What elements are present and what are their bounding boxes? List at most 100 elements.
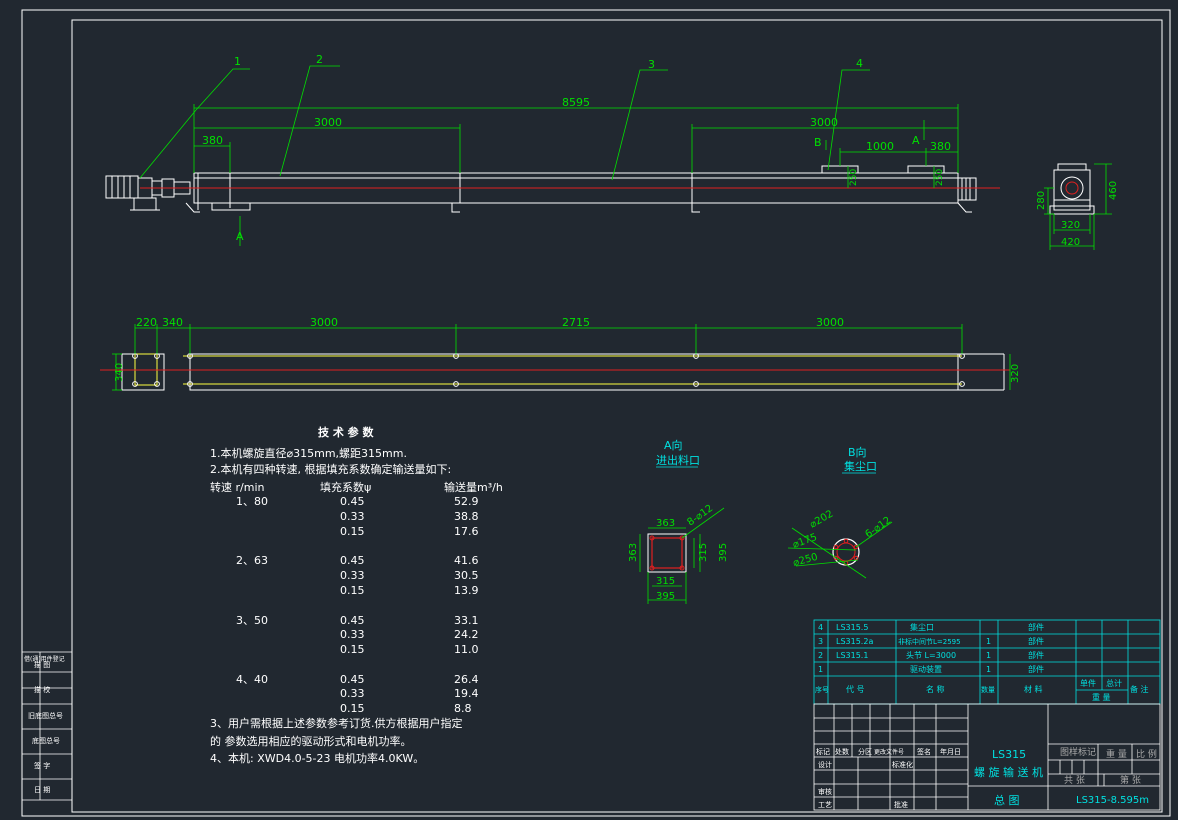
title-block: 标记 处数 分区 更改文件号 签名 年月日 设计 标准化 审核 工艺 批准 图样… (813, 703, 1161, 811)
tb-drawing-name: 总 图 (994, 793, 1020, 807)
outer-frame (21, 9, 1171, 817)
bom-name: 头节 L=3000 (906, 650, 956, 660)
tech-flow: 38.8 (454, 510, 479, 523)
tech-flow: 33.1 (454, 614, 479, 627)
bom-name: 集尘口 (910, 622, 934, 632)
dim-b-d2: ⌀175 (791, 532, 818, 551)
tech-flow: 17.6 (454, 525, 479, 538)
bom-table: 4 LS315.5 集尘口 部件 3 LS315.2a 非标中间节L=2595 … (813, 619, 1161, 705)
tech-title: 技 术 参 数 (318, 425, 374, 439)
section-b-label: B (814, 136, 822, 149)
change-col: 处数 (835, 747, 849, 756)
tb-weight: 重 量 (1106, 748, 1127, 760)
motor (105, 175, 191, 211)
balloon: 4 (856, 57, 863, 70)
tb-scale: 比 例 (1136, 748, 1157, 760)
bom-header: 备 注 (1130, 684, 1149, 694)
tech-flow: 13.9 (454, 584, 479, 597)
tech-fill: 0.33 (340, 687, 365, 700)
side-label: 借(通)用件登记 (24, 655, 65, 663)
tech-fill: 0.45 (340, 614, 365, 627)
tb-check: 审核 (818, 787, 832, 796)
tech-flow: 24.2 (454, 628, 479, 641)
bom-code: LS315.1 (836, 651, 868, 660)
bom-header: 名 称 (926, 684, 945, 694)
dim-side-outer: 420 (1061, 237, 1080, 248)
tech-flow: 8.8 (454, 702, 472, 715)
balloon: 3 (648, 58, 655, 71)
tb-model: LS315 (992, 748, 1026, 761)
dim-side-height: 460 (1108, 181, 1119, 200)
change-col: 标记 (816, 747, 830, 756)
section-b-view: B向 集尘口 ⌀202 ⌀175 ⌀250 6-⌀12 (787, 445, 893, 579)
dim-plan-d1: 220 (136, 316, 157, 329)
dim-right-section: 3000 (810, 116, 838, 129)
dim-a-right2: 395 (718, 543, 729, 562)
dim-b-holes: 6-⌀12 (863, 515, 893, 540)
tech-fill: 0.45 (340, 554, 365, 567)
section-a-label: A (236, 230, 244, 243)
tech-fill: 0.15 (340, 584, 365, 597)
dim-side-base: 280 (1036, 191, 1047, 210)
bom-no: 3 (818, 637, 823, 646)
side-label: 日 期 (34, 786, 50, 794)
tb-standard: 标准化 (892, 760, 913, 769)
side-label: 描 图 (34, 660, 50, 669)
side-label-strip (22, 651, 72, 801)
bom-header: 总计 (1106, 678, 1122, 688)
tb-drawing-no: LS315-8.595m (1076, 795, 1149, 806)
dim-a-right1: 315 (698, 543, 709, 562)
dim-right-spacing: 1000 (866, 140, 894, 153)
bom-material: 部件 (1028, 664, 1044, 674)
bom-header: 代 号 (846, 684, 865, 694)
bom-name: 非标中间节L=2595 (898, 637, 961, 646)
bom-header: 数量 (981, 685, 995, 694)
dim-right-outlet: 380 (930, 140, 951, 153)
section-a-view: A向 进出料口 363 363 315 395 315 (628, 438, 729, 604)
bom-header: 重 量 (1092, 692, 1111, 702)
tech-fill: 0.33 (340, 628, 365, 641)
plan-view: 220 340 3000 2715 3000 340 320 (100, 316, 1021, 391)
balloon: 2 (316, 53, 323, 66)
dim-b-d3: ⌀250 (792, 552, 819, 569)
side-label: 签 字 (34, 761, 50, 770)
dim-a-bottom2: 395 (656, 591, 675, 602)
bom-code: LS315.5 (836, 623, 868, 632)
dim-left-inlet: 380 (202, 134, 223, 147)
elevation-dim-text: 1 2 3 4 8595 3000 3000 380 1000 380 250 … (202, 53, 951, 243)
dim-left-section: 3000 (314, 116, 342, 129)
dim-a-bottom1: 315 (656, 576, 675, 587)
dim-a-left: 363 (628, 543, 639, 562)
side-label: 底图总号 (32, 736, 60, 745)
bom-no: 4 (818, 623, 823, 632)
dim-b-d1: ⌀202 (808, 509, 835, 531)
section-a-title: A向 (664, 438, 683, 452)
dim-plan-s3: 3000 (816, 316, 844, 329)
dim-plan-s1: 3000 (310, 316, 338, 329)
tech-line: 1.本机螺旋直径⌀315mm,螺距315mm. (210, 446, 407, 460)
dim-plan-right-width: 320 (1010, 364, 1021, 383)
tech-flow: 30.5 (454, 569, 479, 582)
dim-side-inner: 320 (1061, 220, 1080, 231)
dim-inlet-height: 250 (849, 169, 859, 186)
tb-approve: 批准 (894, 800, 908, 809)
elevation-dimensions (139, 65, 959, 246)
tech-fill: 0.15 (340, 643, 365, 656)
bom-name: 驱动装置 (910, 664, 942, 674)
section-b-subtitle: 集尘口 (844, 459, 877, 473)
tb-stage-mark: 图样标记 (1060, 746, 1096, 758)
dim-outlet-height: 250 (935, 169, 945, 186)
dim-plan-left-width: 340 (114, 363, 125, 382)
tech-speed: 1、80 (236, 495, 268, 508)
tech-speed: 2、63 (236, 554, 268, 567)
tech-flow: 26.4 (454, 673, 479, 686)
tech-flow: 52.9 (454, 495, 479, 508)
bom-qty: 1 (986, 651, 991, 660)
tb-sheet: 第 张 (1120, 774, 1141, 786)
bom-no: 2 (818, 651, 823, 660)
tb-product: 螺 旋 输 送 机 (974, 765, 1043, 779)
inner-frame (71, 19, 1163, 813)
change-col: 分区 (858, 747, 872, 756)
bom-qty: 1 (986, 665, 991, 674)
